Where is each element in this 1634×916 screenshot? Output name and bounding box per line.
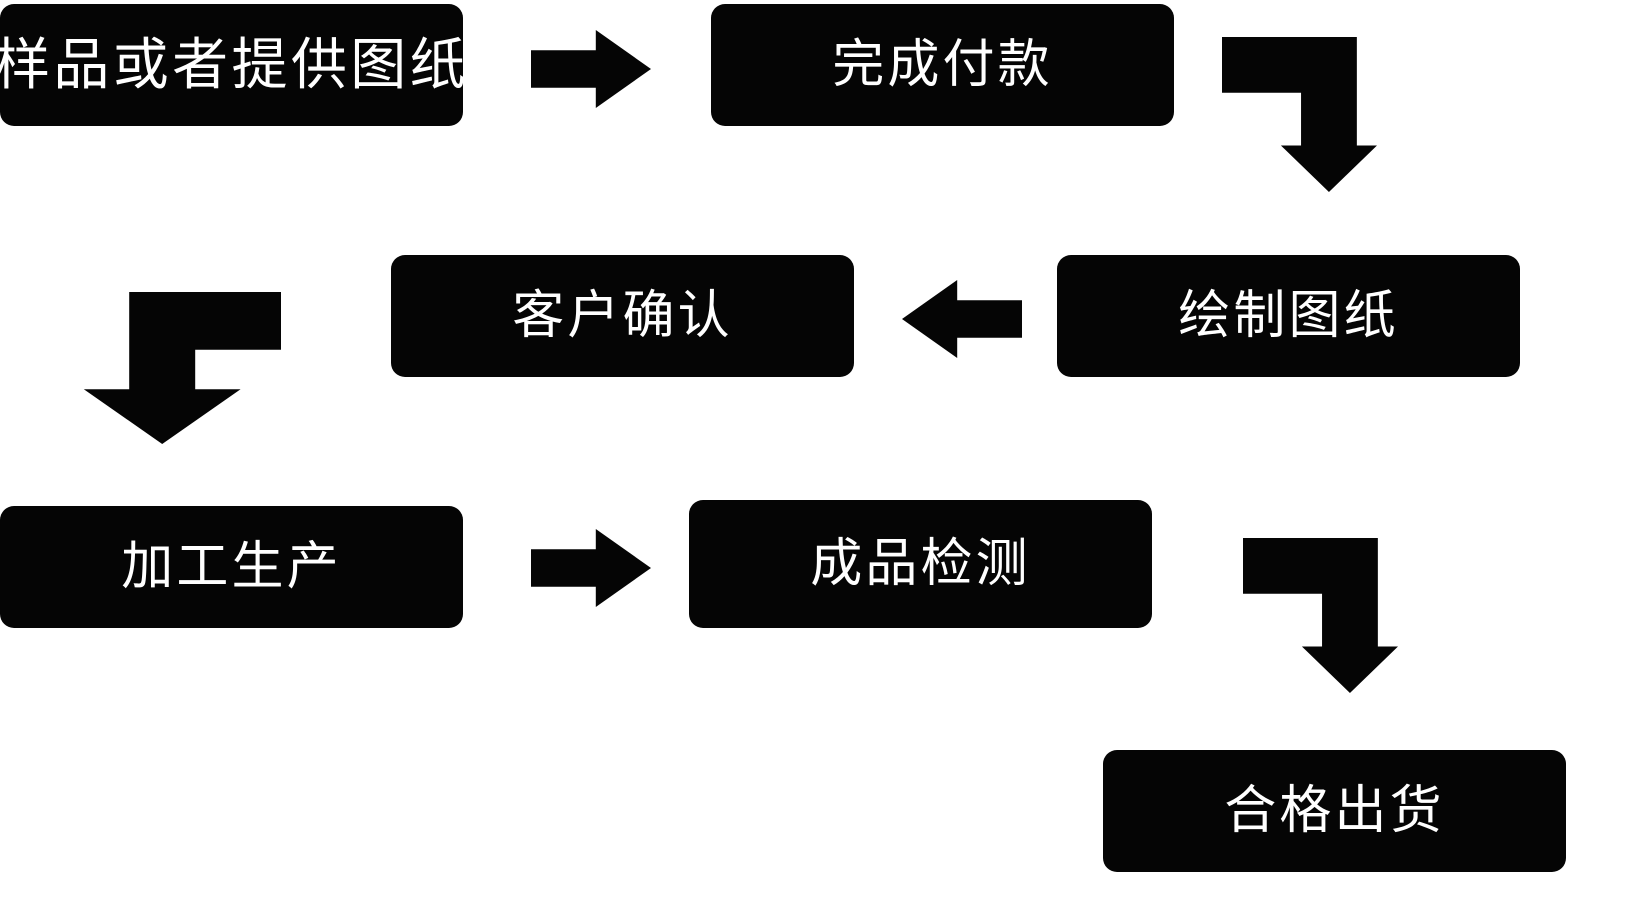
node-production[interactable]: 加工生产 [0,506,463,628]
arrow-confirm-to-production-icon [83,292,281,444]
node-customer-confirm-label: 客户确认 [512,287,733,345]
node-customer-confirm[interactable]: 客户确认 [391,255,854,377]
node-draw-drawing-label: 绘制图纸 [1178,287,1399,345]
arrow-sample-to-payment-icon [531,30,651,108]
node-sample-drawing-label: 样品或者提供图纸 [0,33,469,96]
node-shipment-label: 合格出货 [1224,782,1445,840]
node-inspection[interactable]: 成品检测 [689,500,1152,628]
node-complete-payment[interactable]: 完成付款 [711,4,1174,126]
node-complete-payment-label: 完成付款 [832,36,1053,94]
arrow-payment-to-drawing-icon [1222,37,1377,192]
node-inspection-label: 成品检测 [810,535,1031,593]
arrow-inspection-to-shipment-icon [1243,538,1398,693]
node-draw-drawing[interactable]: 绘制图纸 [1057,255,1520,377]
node-sample-drawing[interactable]: 样品或者提供图纸 [0,4,466,126]
arrow-production-to-inspection-icon [531,529,651,607]
node-shipment[interactable]: 合格出货 [1103,750,1566,872]
arrow-drawing-to-confirm-icon [902,280,1022,358]
node-production-label: 加工生产 [121,538,342,596]
